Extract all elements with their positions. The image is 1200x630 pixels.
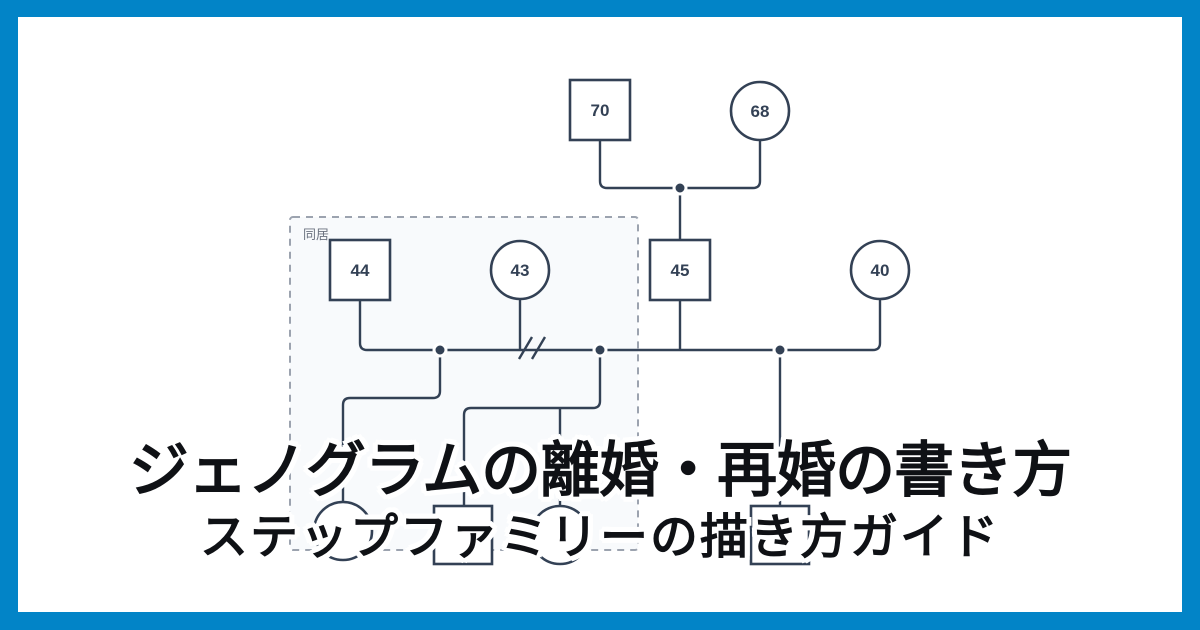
page-title: ジェノグラムの離婚・再婚の書き方 <box>128 437 1072 504</box>
person-age-68: 68 <box>751 102 770 121</box>
person-age-45: 45 <box>671 261 690 280</box>
couple-row-line <box>358 300 882 352</box>
child-node-circle-1 <box>312 500 374 562</box>
cohabitation-label: 同居 <box>303 227 329 242</box>
union-dot-44-43 <box>432 342 448 358</box>
person-circle-68 <box>729 80 791 142</box>
child-connector-left <box>341 350 442 502</box>
person-age-44: 44 <box>351 261 370 280</box>
person-circle-40 <box>849 239 911 301</box>
child-node-square-2 <box>749 504 811 566</box>
union-dot-grandparents <box>672 180 688 196</box>
union-dot-43-45 <box>592 342 608 358</box>
union-dot-45-40 <box>772 342 788 358</box>
child-node-square-1 <box>432 504 494 566</box>
person-square-44 <box>328 238 392 302</box>
title-block: ジェノグラムの離婚・再婚の書き方 ステップファミリーの描き方ガイド <box>0 438 1200 565</box>
page-subtitle: ステップファミリーの描き方ガイド <box>199 511 1000 564</box>
child-node-circle-2 <box>529 504 591 566</box>
person-circle-43 <box>489 239 551 301</box>
person-square-70 <box>568 78 632 142</box>
person-age-70: 70 <box>591 101 610 120</box>
divorce-slashes-icon <box>517 336 547 360</box>
child-connector-middle <box>462 350 602 506</box>
person-age-43: 43 <box>511 261 530 280</box>
person-square-45 <box>648 238 712 302</box>
person-age-40: 40 <box>871 261 890 280</box>
